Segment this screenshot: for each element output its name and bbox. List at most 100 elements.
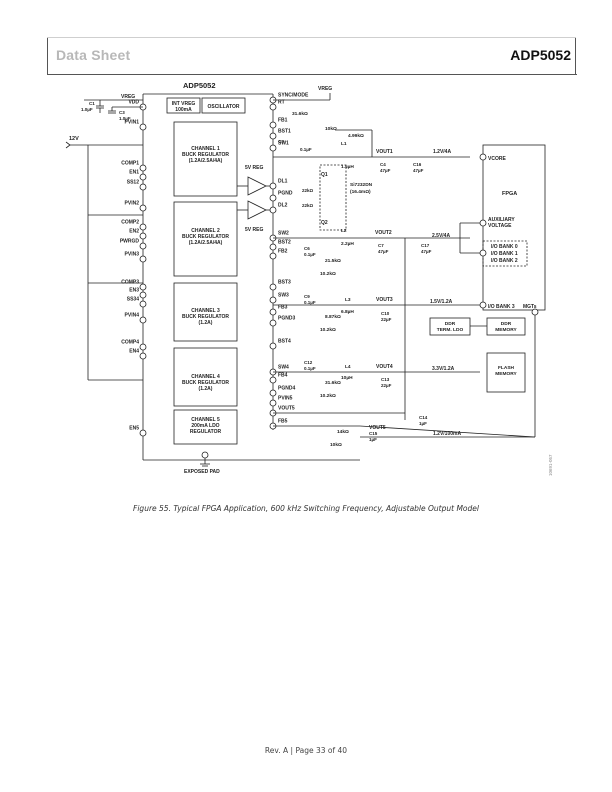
block-channel-4: CHANNEL 4 BUCK REGULATOR (1.2A) (173, 347, 238, 407)
pin-comp2-label: COMP2 (121, 220, 139, 226)
pin-en3-pin (139, 291, 147, 299)
header-bottom-rule (47, 74, 576, 75)
block-channel-3: CHANNEL 3 BUCK REGULATOR (1.2A) (173, 282, 238, 342)
pin-sw1-label: SW1 (278, 141, 289, 147)
pin-fb4-pin (269, 376, 277, 384)
block-fpga: FPGA VCORE AUXILIARY VOLTAGE I/O BANK 0 … (459, 144, 546, 316)
pin-en5-pin (139, 429, 147, 437)
svg-text:14kΩ: 14kΩ (337, 429, 349, 435)
svg-text:CHANNEL 1: CHANNEL 1 (191, 146, 220, 152)
header-section-title: Data Sheet (56, 47, 131, 63)
svg-text:0.1µF: 0.1µF (304, 252, 316, 257)
block-channel-2: CHANNEL 2 BUCK REGULATOR (1.2A/2.5A/4A) (173, 201, 238, 277)
block-int-vreg: INT VREG 100mA (166, 97, 201, 114)
input-12v: 12V (65, 136, 143, 381)
pin-vout5-label: VOUT5 (278, 406, 295, 412)
svg-text:4.99kΩ: 4.99kΩ (348, 133, 364, 139)
svg-text:TERM. LDO: TERM. LDO (437, 327, 464, 333)
pin-pvin3-label: PVIN3 (125, 252, 140, 258)
pin-pgnd3-pin (269, 319, 277, 327)
svg-text:C14: C14 (419, 415, 428, 420)
svg-text:CHANNEL 4: CHANNEL 4 (191, 374, 220, 380)
pin-fb1-label: FB1 (278, 118, 288, 124)
pin-pvin2-pin (139, 204, 147, 212)
pin-en2-label: EN2 (129, 229, 139, 235)
pin-comp1-pin (139, 164, 147, 172)
svg-text:REGULATOR: REGULATOR (190, 429, 222, 435)
pin-fb1-pin (269, 121, 277, 129)
pin-ss34-pin (139, 300, 147, 308)
vout4-net: L4 10µH VOUT4 3.3V/1.2A C13 22µF C12 0.1… (273, 360, 480, 399)
pin-pgnd3-label: PGND3 (278, 316, 295, 322)
pin-bst4-label: BST4 (278, 339, 291, 345)
svg-text:5V REG: 5V REG (245, 165, 263, 171)
svg-text:1µF: 1µF (419, 421, 427, 426)
svg-text:31.6kΩ: 31.6kΩ (292, 111, 308, 117)
svg-text:(16.4mΩ): (16.4mΩ) (350, 189, 371, 195)
pin-bst4-pin (269, 342, 277, 350)
svg-text:(1.2A): (1.2A) (199, 320, 213, 326)
svg-text:22µF: 22µF (381, 317, 392, 322)
pin-pwrgd-pin (139, 242, 147, 250)
svg-text:22µF: 22µF (381, 383, 392, 388)
svg-text:5V REG: 5V REG (245, 227, 263, 233)
svg-text:31.6kΩ: 31.6kΩ (325, 380, 341, 386)
header-right-rule (575, 38, 576, 75)
pin-bst3-label: BST3 (278, 280, 291, 286)
svg-text:Q1: Q1 (321, 172, 328, 178)
page-footer: Rev. A | Page 33 of 40 (264, 746, 348, 755)
svg-text:DDR: DDR (445, 321, 456, 327)
pin-en4-label: EN4 (129, 349, 139, 355)
svg-text:VOUT5: VOUT5 (369, 425, 386, 431)
pin-comp2-pin (139, 223, 147, 231)
pin-pgnd4-pin (269, 389, 277, 397)
svg-text:BUCK REGULATOR: BUCK REGULATOR (182, 152, 229, 158)
block-oscillator: OSCILLATOR (201, 97, 246, 114)
gate-driver-dl2: 5V REG (237, 200, 273, 233)
svg-text:47µF: 47µF (380, 168, 391, 173)
svg-text:I/O BANK 3: I/O BANK 3 (488, 304, 515, 310)
figure-id: 10691-057 (548, 454, 553, 476)
pin-fb2-pin (269, 252, 277, 260)
pin-en3-label: EN3 (129, 288, 139, 294)
svg-text:47µF: 47µF (413, 168, 424, 173)
pin-bst2-label: BST2 (278, 240, 291, 246)
chip-title: ADP5052 (183, 81, 216, 90)
pin-comp4-pin (139, 343, 147, 351)
block-flash-memory: FLASH MEMORY (486, 352, 526, 393)
svg-text:VOUT4: VOUT4 (376, 364, 393, 370)
svg-text:47µF: 47µF (378, 249, 389, 254)
svg-text:Q2: Q2 (321, 220, 328, 226)
pin-pgnd-pin (269, 194, 277, 202)
svg-text:FPGA: FPGA (502, 191, 517, 197)
pin-dl1-label: DL1 (278, 179, 288, 185)
svg-text:L3: L3 (345, 297, 351, 303)
svg-text:Si7232DN: Si7232DN (350, 182, 373, 188)
svg-text:C6: C6 (304, 246, 310, 251)
svg-text:100mA: 100mA (175, 107, 192, 113)
pin-comp1-label: COMP1 (121, 161, 139, 167)
svg-text:C9: C9 (304, 294, 310, 299)
svg-text:C10: C10 (381, 311, 390, 316)
svg-text:C12: C12 (304, 360, 313, 365)
pin-sw2-label: SW2 (278, 231, 289, 237)
pin-fb2-label: FB2 (278, 249, 288, 255)
svg-text:C13: C13 (381, 377, 390, 382)
svg-text:C15: C15 (369, 431, 378, 436)
svg-text:I/O BANK 0: I/O BANK 0 (491, 244, 518, 250)
header-part-number: ADP5052 (510, 47, 571, 63)
pin-pvin3-pin (139, 255, 147, 263)
pin-comp4-label: COMP4 (121, 340, 139, 346)
svg-text:(1.2A/2.5A/4A): (1.2A/2.5A/4A) (189, 158, 223, 164)
svg-text:0.1µF: 0.1µF (304, 300, 316, 305)
svg-text:12V: 12V (69, 136, 79, 142)
svg-text:BUCK REGULATOR: BUCK REGULATOR (182, 380, 229, 386)
pin-dl2-pin (269, 206, 277, 214)
svg-text:(1.2A): (1.2A) (199, 386, 213, 392)
svg-text:1.5V/1.2A: 1.5V/1.2A (430, 299, 453, 305)
svg-text:(1.2A/2.5A/4A): (1.2A/2.5A/4A) (189, 240, 223, 246)
block-channel-5-ldo: CHANNEL 5 200mA LDO REGULATOR (173, 409, 238, 445)
svg-text:BUCK REGULATOR: BUCK REGULATOR (182, 234, 229, 240)
pin-comp3-label: COMP3 (121, 280, 139, 286)
svg-text:0.1µF: 0.1µF (300, 147, 312, 152)
